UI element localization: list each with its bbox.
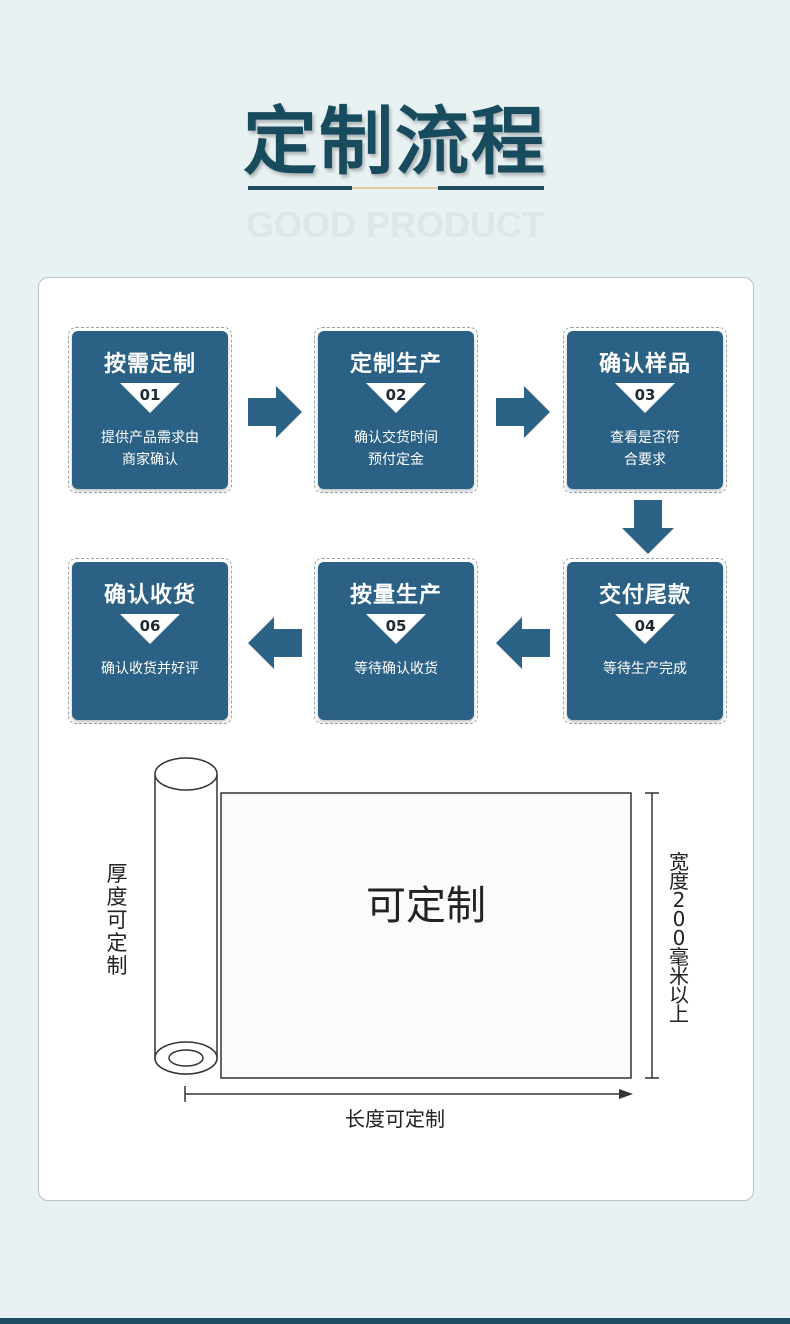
width-label: 宽度200毫米以上 <box>669 850 689 1026</box>
step-06: 确认收货 06 确认收货并好评 <box>68 558 232 724</box>
page-subtitle: GOOD PRODUCT <box>245 204 544 245</box>
step-title: 按量生产 <box>349 583 442 608</box>
step-description: 等待确认收货 <box>326 658 466 680</box>
title-underline-right <box>438 186 544 190</box>
step-panel: 确认样品 03 查看是否符 合要求 <box>567 331 723 489</box>
step-number: 06 <box>139 617 161 635</box>
step-number-triangle <box>615 614 675 644</box>
customizable-label: 可定制 <box>366 883 486 929</box>
step-02: 定制生产 02 确认交货时间 预付定金 <box>314 327 478 493</box>
step-description-line: 确认交货时间 <box>354 430 438 446</box>
thickness-label: 厚度可定制 <box>106 862 128 978</box>
step-description-line: 合要求 <box>624 452 666 468</box>
roll-core <box>168 1049 204 1067</box>
step-number-triangle <box>120 614 180 644</box>
step-number-triangle <box>120 383 180 413</box>
step-title: 交付尾款 <box>598 583 691 608</box>
step-description-line: 确认收货并好评 <box>101 661 199 677</box>
step-number: 02 <box>385 386 407 404</box>
step-title: 确认样品 <box>598 352 691 377</box>
step-panel: 交付尾款 04 等待生产完成 <box>567 562 723 720</box>
step-title: 确认收货 <box>103 583 196 608</box>
arrow-left-icon <box>248 617 302 669</box>
process-card: 按需定制 01 提供产品需求由 商家确认 定制生产 02 确认交货时间 预付定金… <box>38 277 754 1201</box>
step-description: 确认交货时间 预付定金 <box>326 427 466 471</box>
step-description-line: 查看是否符 <box>610 430 680 446</box>
step-panel: 定制生产 02 确认交货时间 预付定金 <box>318 331 474 489</box>
step-01: 按需定制 01 提供产品需求由 商家确认 <box>68 327 232 493</box>
arrow-down-icon <box>622 500 674 554</box>
step-description-line: 等待确认收货 <box>354 661 438 677</box>
roll-body <box>154 774 218 1075</box>
arrow-right-icon <box>248 386 302 438</box>
step-number-triangle <box>366 383 426 413</box>
film-sheet <box>220 792 632 1079</box>
step-description: 查看是否符 合要求 <box>575 427 715 471</box>
step-description: 确认收货并好评 <box>80 658 220 680</box>
arrow-left-icon <box>496 617 550 669</box>
step-panel: 按量生产 05 等待确认收货 <box>318 562 474 720</box>
step-number: 05 <box>385 617 407 635</box>
step-number: 04 <box>634 617 656 635</box>
film-roll-diagram <box>154 757 659 1102</box>
step-05: 按量生产 05 等待确认收货 <box>314 558 478 724</box>
step-description: 提供产品需求由 商家确认 <box>80 427 220 471</box>
title-underline-accent <box>352 187 438 189</box>
step-number: 01 <box>139 386 161 404</box>
arrow-right-icon <box>496 386 550 438</box>
step-04: 交付尾款 04 等待生产完成 <box>563 558 727 724</box>
bottom-bar <box>0 1318 790 1324</box>
step-panel: 按需定制 01 提供产品需求由 商家确认 <box>72 331 228 489</box>
step-description-line: 等待生产完成 <box>603 661 687 677</box>
step-number: 03 <box>634 386 656 404</box>
step-panel: 确认收货 06 确认收货并好评 <box>72 562 228 720</box>
step-description-line: 提供产品需求由 <box>101 430 199 446</box>
page-title: 定制流程 <box>243 99 547 185</box>
length-label: 长度可定制 <box>345 1107 445 1131</box>
step-description-line: 商家确认 <box>122 452 178 468</box>
roll-top <box>154 757 218 791</box>
step-title: 定制生产 <box>349 352 442 377</box>
step-description-line: 预付定金 <box>368 452 424 468</box>
step-03: 确认样品 03 查看是否符 合要求 <box>563 327 727 493</box>
step-number-triangle <box>366 614 426 644</box>
title-underline-left <box>248 186 352 190</box>
step-description: 等待生产完成 <box>575 658 715 680</box>
length-arrowhead-icon <box>619 1089 633 1099</box>
step-title: 按需定制 <box>103 352 196 377</box>
step-number-triangle <box>615 383 675 413</box>
